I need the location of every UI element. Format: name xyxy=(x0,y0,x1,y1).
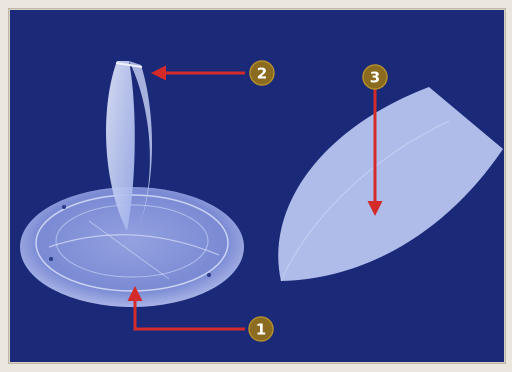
callout-3-number: 3 xyxy=(370,69,380,87)
diagram-svg: 2 3 1 xyxy=(9,9,505,363)
callout-2: 2 xyxy=(154,61,274,85)
callout-2-number: 2 xyxy=(257,65,267,83)
callout-1-number: 1 xyxy=(256,321,266,339)
diagram-panel: 2 3 1 xyxy=(8,8,506,364)
part-3-hull xyxy=(278,87,503,281)
part-1-disk xyxy=(20,187,244,307)
